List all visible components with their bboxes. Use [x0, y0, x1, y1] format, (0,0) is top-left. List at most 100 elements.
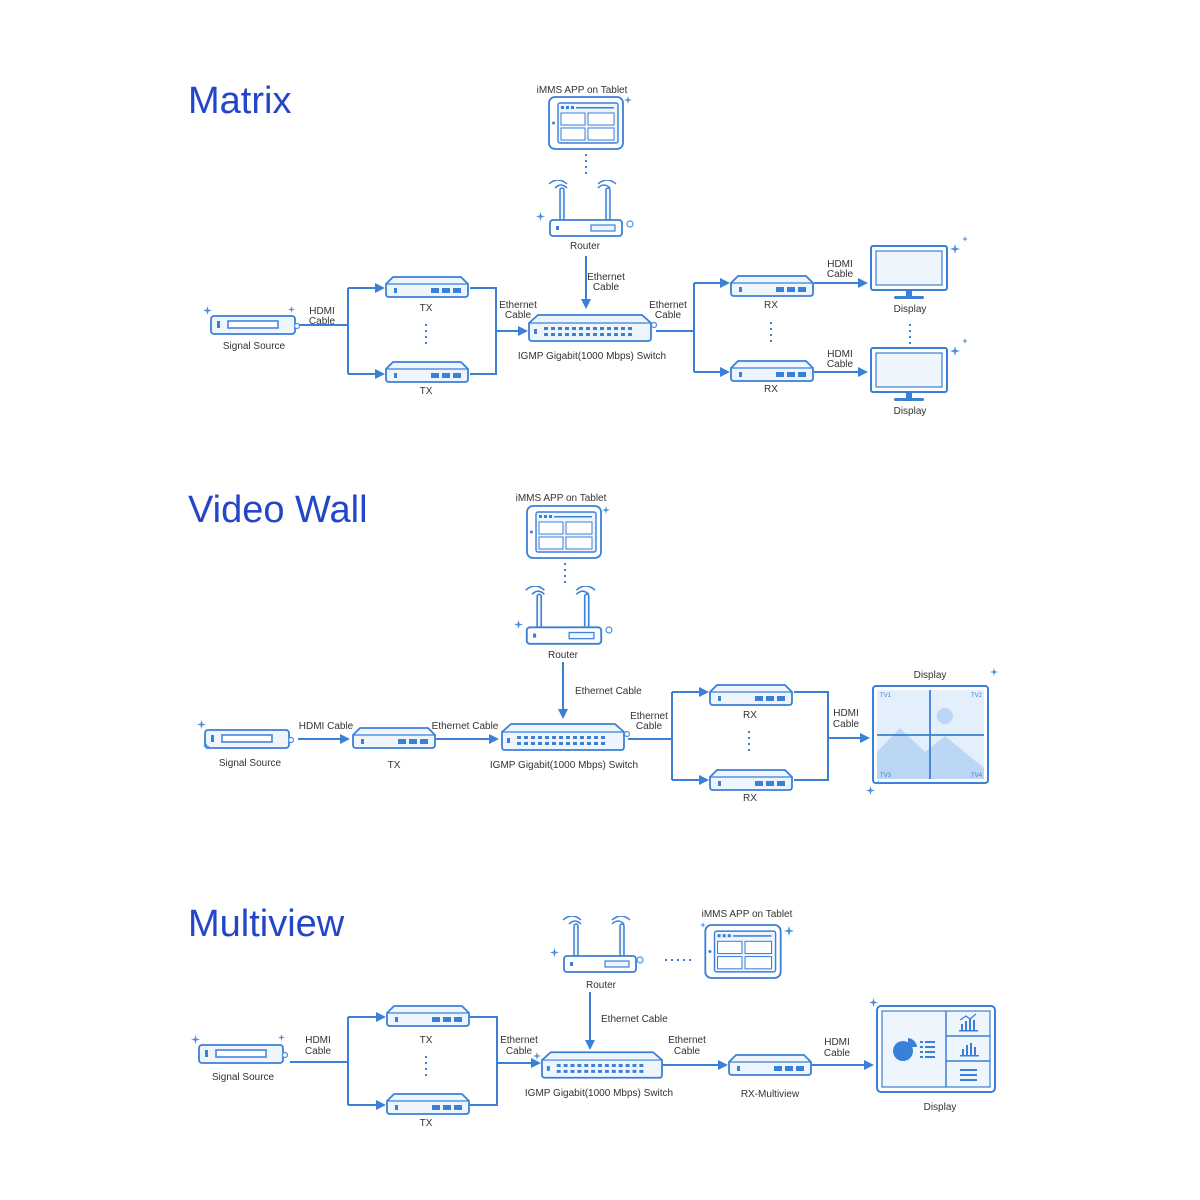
- multiview-switch-label: IGMP Gigabit(1000 Mbps) Switch: [525, 1088, 673, 1099]
- sparkle-icon: [605, 626, 613, 634]
- matrix-display-top-label: Display: [894, 304, 927, 315]
- matrix-switch-label: IGMP Gigabit(1000 Mbps) Switch: [518, 351, 666, 362]
- matrix-tx-bottom-label: TX: [420, 386, 433, 397]
- tile-label-tv1: TV1: [880, 693, 892, 699]
- display-icon: [870, 347, 948, 402]
- tile-label-tv4: TV4: [971, 773, 983, 779]
- matrix-signal-source-label: Signal Source: [223, 341, 286, 352]
- matrix-hdmi-in-label-2: Cable: [309, 316, 336, 327]
- sparkle-icon: [288, 306, 295, 313]
- sparkle-icon: [533, 1052, 541, 1060]
- sparkle-icon: [623, 730, 631, 738]
- sparkle-icon: [278, 1034, 285, 1041]
- matrix-eth-tx-label-2: Cable: [505, 310, 532, 321]
- sparkle-icon: [191, 1035, 200, 1044]
- matrix-display-bottom-label: Display: [894, 406, 927, 417]
- matrix-rx-top-label: RX: [764, 300, 778, 311]
- multiview-hdmi-in-label-1: HDMI: [305, 1035, 331, 1046]
- multiview-title: Multiview: [188, 903, 345, 945]
- multiview-eth-tx-label-2: Cable: [506, 1046, 533, 1057]
- sparkle-icon: [700, 922, 706, 928]
- matrix-hdmi-out-top-label-1: HDMI: [827, 259, 853, 270]
- tx-icon: [386, 1093, 470, 1115]
- matrix-hdmi-in-label-1: HDMI: [309, 306, 335, 317]
- matrix-section: Matrix iMMS APP on Tablet Router: [188, 80, 968, 417]
- signal-source-icon: [204, 729, 294, 749]
- videowall-connections: [298, 563, 870, 785]
- matrix-tablet-label: iMMS APP on Tablet: [537, 85, 628, 96]
- sparkle-icon: [962, 338, 968, 344]
- multiview-hdmi-in-label-2: Cable: [305, 1046, 332, 1057]
- videowall-hdmi-out-label-1: HDMI: [833, 708, 859, 719]
- multiview-hdmi-out-label-1: HDMI: [824, 1037, 850, 1048]
- tx-icon: [385, 361, 469, 383]
- sparkle-icon: [950, 346, 960, 356]
- videowall-hdmi-out-label-2: Cable: [833, 719, 860, 730]
- multiview-eth-rx-label-2: Cable: [674, 1046, 701, 1057]
- router-icon: [548, 180, 623, 237]
- sparkle-icon: [866, 786, 875, 795]
- sparkle-icon: [990, 668, 998, 676]
- videowall-section: Video Wall iMMS APP on Tablet Router Eth…: [188, 489, 998, 804]
- multiview-tablet-label: iMMS APP on Tablet: [702, 909, 793, 920]
- matrix-connections: [298, 154, 911, 379]
- multiview-hdmi-out-label-2: Cable: [824, 1048, 851, 1059]
- videowall-tablet-label: iMMS APP on Tablet: [516, 493, 607, 504]
- multiview-connections: [290, 959, 874, 1110]
- rx-icon: [709, 769, 793, 791]
- matrix-router-label: Router: [570, 241, 601, 252]
- multiview-display-icon: [876, 1005, 996, 1093]
- videowall-eth-tx-label: Ethernet Cable: [432, 721, 499, 732]
- signal-source-icon: [210, 315, 300, 335]
- matrix-eth-rx-label-2: Cable: [655, 310, 682, 321]
- matrix-hdmi-out-bottom-label-1: HDMI: [827, 349, 853, 360]
- videowall-eth-rx-label-2: Cable: [636, 721, 663, 732]
- multiview-display-label: Display: [924, 1102, 957, 1113]
- matrix-eth-rx-label-1: Ethernet: [649, 300, 687, 311]
- sparkle-icon: [636, 956, 644, 964]
- videowall-title: Video Wall: [188, 489, 368, 531]
- matrix-eth-router-label-2: Cable: [593, 282, 620, 293]
- rx-icon: [730, 360, 814, 382]
- tx-icon: [385, 276, 469, 298]
- videowall-switch-label: IGMP Gigabit(1000 Mbps) Switch: [490, 760, 638, 771]
- sparkle-icon: [650, 321, 658, 329]
- router-icon: [562, 916, 637, 973]
- videowall-eth-rx-label-1: Ethernet: [630, 711, 668, 722]
- video-wall-icon: TV1 TV2 TV3 TV4: [872, 685, 989, 784]
- switch-icon: [501, 723, 625, 751]
- multiview-section: Multiview Router iMMS APP on Tablet Ethe…: [188, 903, 996, 1129]
- sparkle-icon: [197, 720, 206, 729]
- multiview-rx-label: RX-Multiview: [741, 1089, 800, 1100]
- sparkle-icon: [602, 506, 610, 514]
- videowall-eth-router-label: Ethernet Cable: [575, 686, 642, 697]
- videowall-rx-top-label: RX: [743, 710, 757, 721]
- sparkle-icon: [784, 926, 794, 936]
- rx-icon: [709, 684, 793, 706]
- matrix-title: Matrix: [188, 80, 291, 122]
- sparkle-icon: [550, 948, 559, 957]
- videowall-signal-source-label: Signal Source: [219, 758, 282, 769]
- tile-label-tv3: TV3: [880, 773, 892, 779]
- matrix-hdmi-out-bottom-label-2: Cable: [827, 359, 854, 370]
- switch-icon: [528, 314, 652, 342]
- sparkle-icon: [626, 220, 634, 228]
- sparkle-icon: [869, 998, 878, 1007]
- tile-label-tv2: TV2: [971, 693, 983, 699]
- router-icon: [524, 586, 603, 645]
- multiview-router-label: Router: [586, 980, 617, 991]
- matrix-eth-tx-label-1: Ethernet: [499, 300, 537, 311]
- videowall-rx-bottom-label: RX: [743, 793, 757, 804]
- sparkle-icon: [950, 244, 960, 254]
- tx-icon: [352, 727, 436, 749]
- multiview-eth-tx-label-1: Ethernet: [500, 1035, 538, 1046]
- multiview-eth-rx-label-1: Ethernet: [668, 1035, 706, 1046]
- matrix-rx-bottom-label: RX: [764, 384, 778, 395]
- tablet-icon: [704, 924, 782, 979]
- sparkle-icon: [962, 236, 968, 242]
- rx-multiview-icon: [728, 1054, 812, 1076]
- matrix-hdmi-out-top-label-2: Cable: [827, 269, 854, 280]
- tx-icon: [386, 1005, 470, 1027]
- videowall-display-label: Display: [914, 670, 947, 681]
